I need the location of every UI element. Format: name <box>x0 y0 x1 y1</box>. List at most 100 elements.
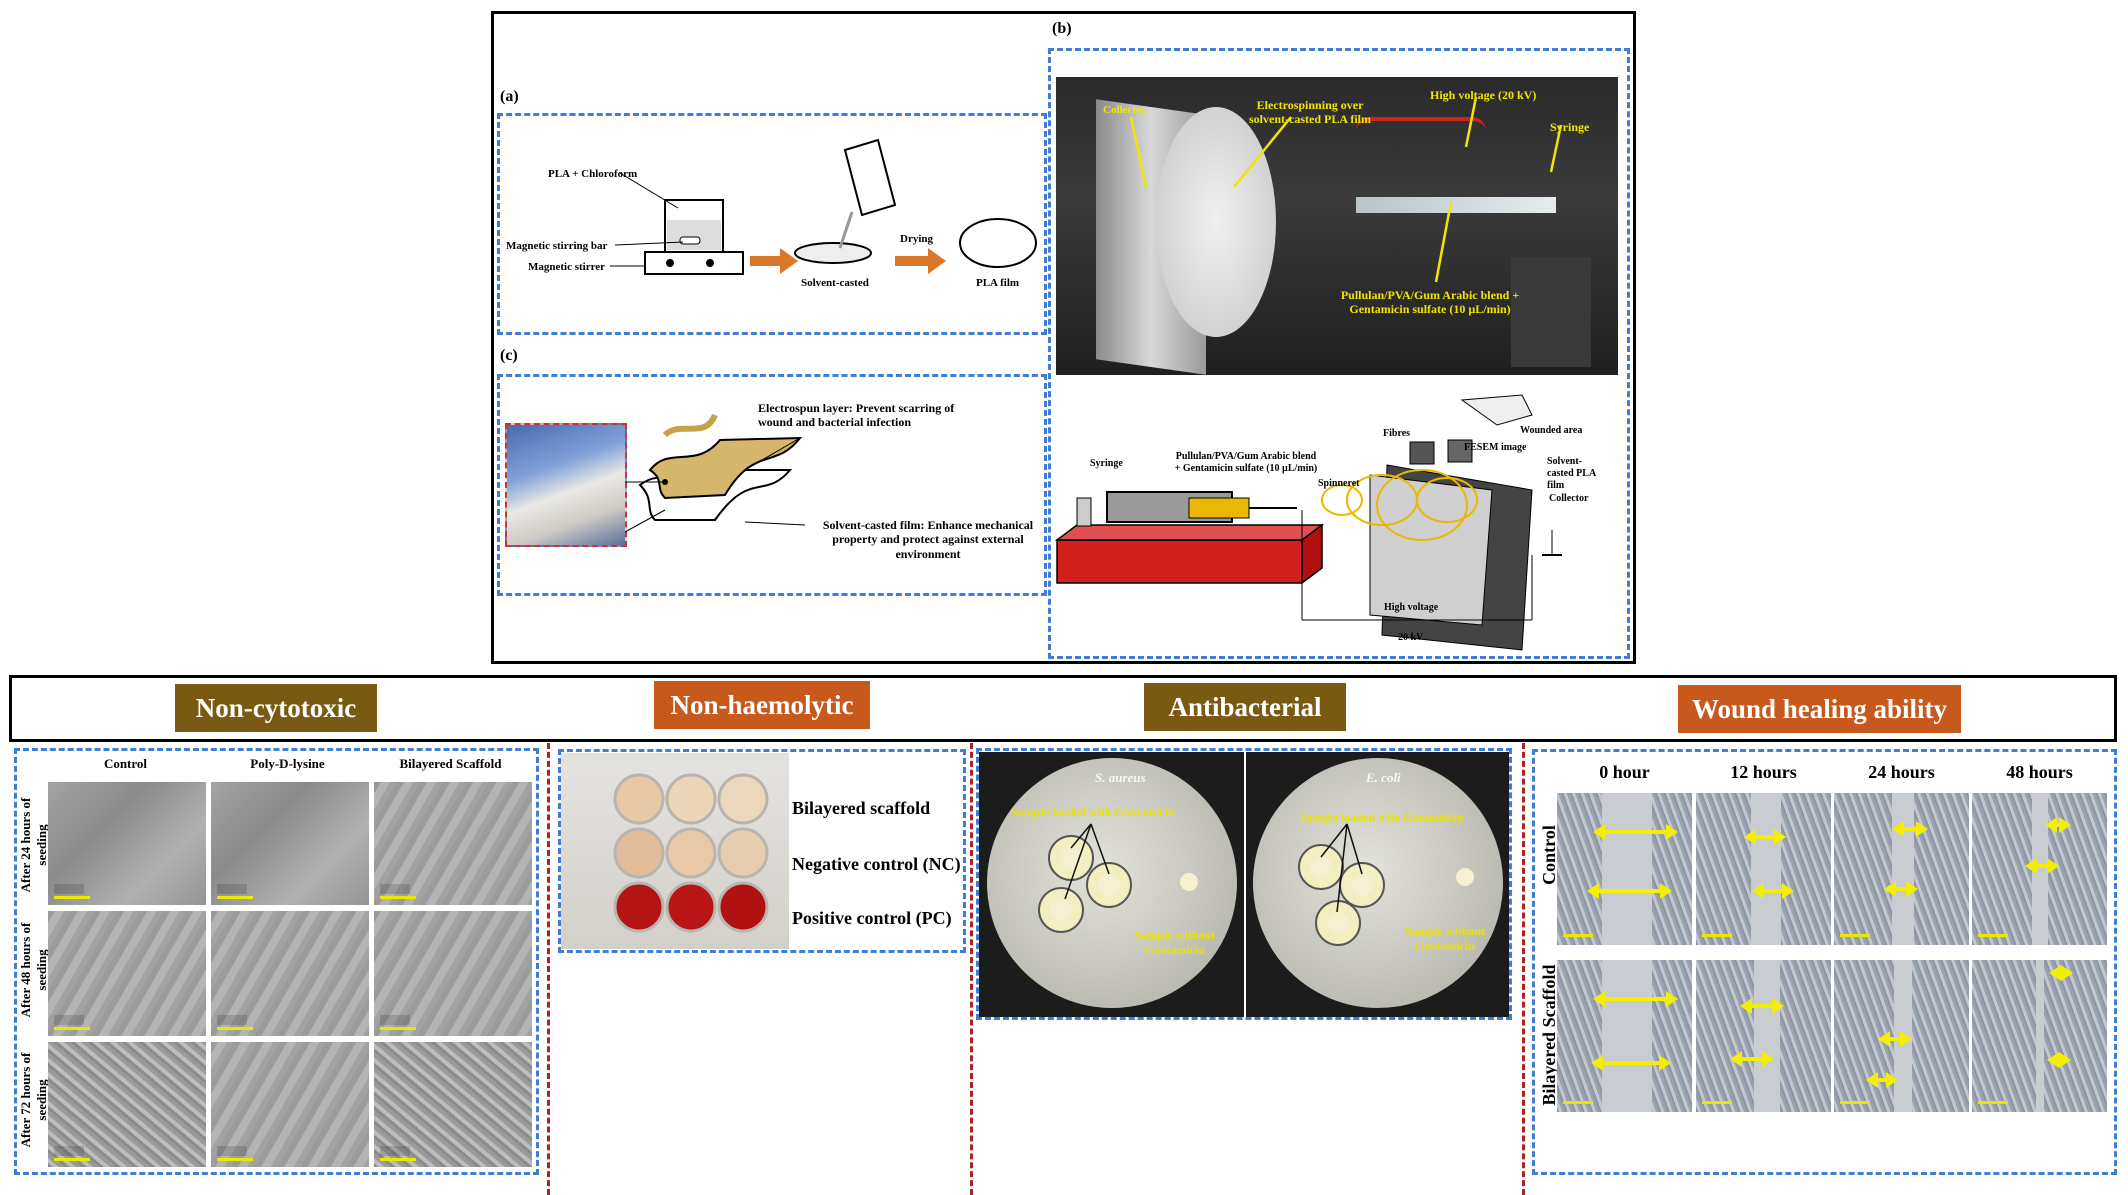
syringe-pump-block <box>1511 257 1591 367</box>
pump-base <box>1056 539 1303 584</box>
photo-label-high-voltage: High voltage (20 kV) <box>1430 88 1537 102</box>
cyto-img-24h-control <box>48 782 206 905</box>
photo-label-electrospinning: Electrospinning over solvent-casted PLA … <box>1249 98 1371 127</box>
process-arrow-2 <box>895 248 946 274</box>
cyto-col-pdl: Poly-D-lysine <box>250 756 325 771</box>
gap-arrow-control-0h-b <box>1587 883 1672 899</box>
cyto-img-48h-pdl <box>211 911 369 1036</box>
haemo-label-bilayered: Bilayered scaffold <box>792 798 931 818</box>
gap-arrow-scaffold-24h-b <box>1866 1072 1898 1088</box>
wound-img-scaffold-48h <box>1972 960 2107 1112</box>
haemo-panel-box <box>558 749 966 953</box>
antibac-loaded-right: Sample loaded with Gentamicin <box>1300 810 1464 824</box>
cyto-row-72h: After 72 hours of seeding <box>18 1052 49 1148</box>
electrospinning-schematic <box>1054 394 1562 651</box>
petri-dish <box>794 242 872 264</box>
label-solvent-film: Solvent-casted film: Enhance mechanical … <box>822 518 1034 561</box>
cyto-img-48h-scaffold <box>374 911 532 1036</box>
pouring-beaker <box>843 138 897 217</box>
well-plate-photo <box>561 753 789 949</box>
gap-arrow-scaffold-0h-a <box>1593 991 1678 1007</box>
schem-label-fibres: Fibres <box>1383 428 1411 439</box>
gap-arrow-control-0h-a <box>1593 824 1678 840</box>
pla-film <box>959 218 1037 268</box>
panel-b-label: (b) <box>1052 20 1072 37</box>
panel-c-box <box>497 374 1047 596</box>
label-stirrer: Magnetic stirrer <box>528 261 606 273</box>
cyto-col-scaffold: Bilayered Scaffold <box>399 756 502 771</box>
wound-col-12h: 12 hours <box>1730 762 1797 782</box>
label-stirring-bar: Magnetic stirring bar <box>506 240 608 252</box>
schem-label-solvent-pla: Solvent-casted PLA film <box>1547 456 1596 491</box>
wound-img-control-12h <box>1696 793 1831 945</box>
wound-img-control-24h <box>1834 793 1969 945</box>
wound-img-scaffold-12h <box>1696 960 1831 1112</box>
label-pla-film: PLA film <box>976 277 1020 289</box>
photo-label-collector: Collector <box>1103 104 1147 116</box>
syringe-body <box>1356 197 1556 213</box>
syringe-solution <box>1188 497 1250 519</box>
header-bar-frame <box>9 675 2117 742</box>
antibac-overlay <box>1038 823 1474 946</box>
antibac-loaded-left: Sample loaded with Gentamicin <box>1011 805 1175 819</box>
gap-arrow-control-24h-b <box>1884 881 1918 897</box>
divider-1 <box>547 743 550 1195</box>
schem-label-fesem: FESEM image <box>1464 442 1527 453</box>
label-drying: Drying <box>900 233 933 245</box>
label-pla-chloroform: PLA + Chloroform <box>548 168 638 180</box>
divider-2 <box>970 743 973 1195</box>
cyto-img-72h-pdl <box>211 1042 369 1167</box>
stirring-bar <box>679 236 701 245</box>
gap-arrow-control-24h-a <box>1892 821 1928 837</box>
header-antibacterial: Antibacterial <box>1144 683 1346 731</box>
electrospun-layer <box>648 436 803 500</box>
wound-img-control-0h <box>1557 793 1692 945</box>
label-electrospun-layer: Electrospun layer: Prevent scarring of w… <box>758 401 955 430</box>
gap-arrow-scaffold-12h-a <box>1740 998 1784 1014</box>
wound-img-control-48h <box>1972 793 2107 945</box>
cyto-img-72h-scaffold <box>374 1042 532 1167</box>
cyto-img-72h-control <box>48 1042 206 1167</box>
fesem-inset-2 <box>1447 439 1473 463</box>
haemo-label-pc: Positive control (PC) <box>792 908 952 928</box>
panel-a-label: (a) <box>500 88 519 105</box>
photo-pointer-lines <box>1129 96 1563 283</box>
fesem-inset-1 <box>1409 441 1435 465</box>
cyto-row-48h: After 48 hours of seeding <box>18 922 49 1018</box>
wound-col-24h: 24 hours <box>1868 762 1935 782</box>
hv-cable <box>1356 117 1486 131</box>
wound-img-scaffold-24h <box>1834 960 1969 1112</box>
stirrer-plate <box>644 251 744 275</box>
gap-arrow-control-12h-b <box>1752 883 1794 899</box>
gap-arrow-scaffold-48h-b <box>2047 1052 2071 1068</box>
wound-panel-box <box>1532 749 2117 1175</box>
schem-label-wounded: Wounded area <box>1520 425 1583 436</box>
cyto-img-24h-scaffold <box>374 782 532 905</box>
antibac-title-s-aureus: S. aureus <box>1095 770 1146 785</box>
scaffold-photo <box>505 423 627 547</box>
schem-label-blend: Pullulan/PVA/Gum Arabic blend + Gentamic… <box>1174 451 1318 474</box>
antibac-panel-box <box>976 748 1512 1020</box>
cyto-row-24h: After 24 hours of seeding <box>18 797 49 893</box>
bilayer-schematic <box>625 413 806 533</box>
panel-a-box <box>497 113 1047 335</box>
gap-arrow-scaffold-12h-b <box>1730 1051 1774 1067</box>
wound-col-0h: 0 hour <box>1599 762 1650 782</box>
cyto-img-48h-control <box>48 911 206 1036</box>
schem-label-spinneret: Spinneret <box>1318 478 1360 489</box>
panel-b-box <box>1048 48 1630 659</box>
solvent-casting-schematic <box>610 138 1037 275</box>
gap-arrow-scaffold-24h-a <box>1878 1031 1912 1047</box>
wound-col-48h: 48 hours <box>2006 762 2073 782</box>
header-non-haemolytic: Non-haemolytic <box>654 681 870 729</box>
antibac-title-e-coli: E. coli <box>1366 770 1401 785</box>
gap-arrow-control-48h-a <box>2045 817 2071 833</box>
label-solvent-casted: Solvent-casted <box>801 277 869 289</box>
header-non-cytotoxic: Non-cytotoxic <box>175 684 377 732</box>
top-figure-frame <box>491 11 1636 664</box>
panel-c-label: (c) <box>500 347 518 364</box>
gap-arrow-scaffold-0h-b <box>1591 1055 1671 1071</box>
wound-img-scaffold-0h <box>1557 960 1692 1112</box>
schem-label-syringe: Syringe <box>1090 458 1123 469</box>
cyto-panel-box <box>14 748 539 1175</box>
